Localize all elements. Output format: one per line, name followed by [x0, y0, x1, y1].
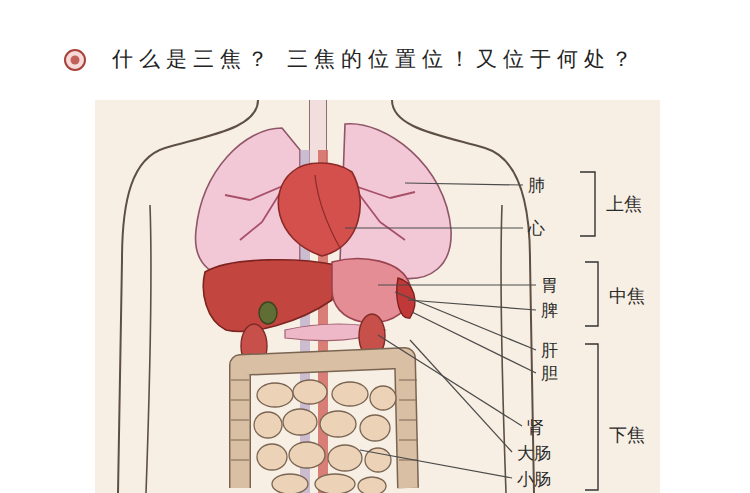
colon-bands [231, 380, 417, 460]
organ-label: 肝 [541, 341, 558, 360]
leader-line [345, 183, 536, 478]
organ-label: 肾 [527, 418, 544, 437]
bullet-dot [71, 56, 80, 65]
organ-label: 脾 [541, 301, 558, 320]
zone-label: 下焦 [609, 425, 645, 445]
organ-label: 大肠 [517, 444, 551, 463]
bracket [580, 172, 598, 490]
gallbladder [259, 302, 277, 324]
organ-label: 心 [528, 219, 545, 238]
organ-label: 肺 [528, 176, 545, 195]
arm-line [146, 205, 151, 493]
organ-label: 小肠 [517, 470, 551, 489]
large-intestine [240, 358, 408, 488]
bullet-icon [65, 50, 85, 70]
zone-label: 中焦 [609, 286, 645, 306]
zone-label: 上焦 [606, 194, 642, 214]
liver [203, 260, 336, 332]
heart [278, 163, 360, 256]
title: 什么是三焦？ 三焦的位置位！又位于何处？ [112, 48, 638, 71]
arm-line [501, 205, 506, 493]
large-intestine [240, 358, 408, 488]
small-intestine [254, 380, 396, 493]
organ-label: 胃 [541, 276, 558, 295]
organ-label: 胆 [541, 364, 558, 383]
illustration-ground [95, 100, 660, 493]
heart-line [315, 175, 340, 248]
